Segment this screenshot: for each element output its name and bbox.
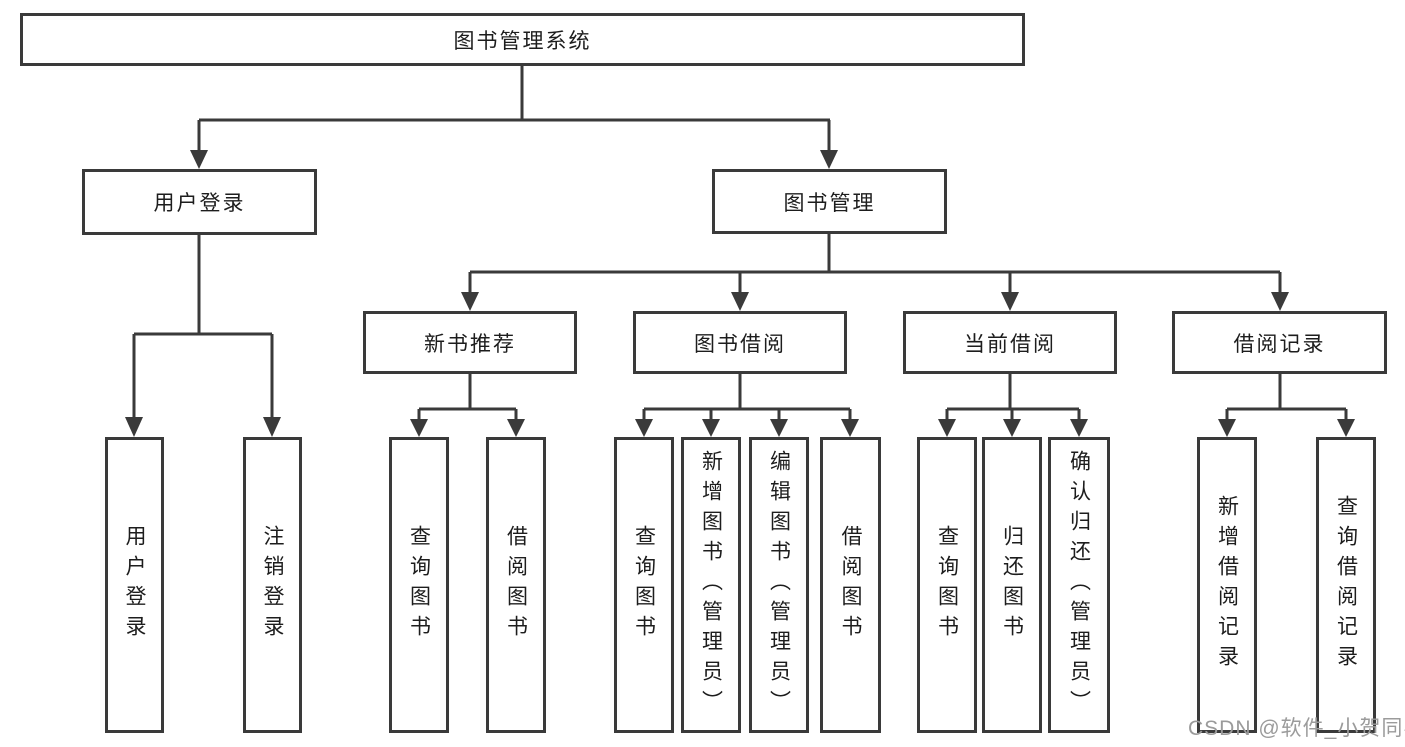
connector-bookmgmt-to-level3	[461, 234, 1289, 311]
leaf-edit-book-admin: 编辑图书（管理员）	[749, 437, 809, 733]
leaf-confirm-return-admin: 确认归还（管理员）	[1048, 437, 1110, 733]
connector-bookborrow-to-leaves	[635, 374, 859, 437]
node-borrow-records-label: 借阅记录	[1233, 332, 1326, 356]
node-book-management: 图书管理	[712, 169, 947, 234]
watermark: CSDN @软件_小贺同学	[1188, 717, 1405, 740]
node-book-borrow-label: 图书借阅	[694, 332, 786, 356]
leaf-borrow-books-label: 借阅图书	[839, 525, 863, 645]
leaf-query-borrow-record-label: 查询借阅记录	[1334, 495, 1358, 675]
leaf-return-book: 归还图书	[982, 437, 1042, 733]
leaf-edit-book-admin-label: 编辑图书（管理员）	[767, 450, 791, 720]
node-user-login: 用户登录	[82, 169, 317, 235]
leaf-logout-label: 注销登录	[261, 525, 285, 645]
leaf-user-login: 用户登录	[105, 437, 164, 733]
node-root-label: 图书管理系统	[453, 29, 592, 53]
leaf-logout: 注销登录	[243, 437, 302, 733]
node-current-borrow: 当前借阅	[903, 311, 1117, 374]
node-borrow-records: 借阅记录	[1172, 311, 1387, 374]
leaf-query-books-current-label: 查询图书	[935, 525, 959, 645]
leaf-query-books-recommend-label: 查询图书	[407, 525, 431, 645]
leaf-borrow-books-recommend: 借阅图书	[486, 437, 546, 733]
node-book-management-label: 图书管理	[783, 191, 876, 215]
node-root-system: 图书管理系统	[20, 13, 1025, 66]
node-new-book-recommend-label: 新书推荐	[424, 332, 516, 356]
leaf-confirm-return-admin-label: 确认归还（管理员）	[1067, 450, 1091, 720]
leaf-borrow-books-recommend-label: 借阅图书	[504, 525, 528, 645]
leaf-borrow-books: 借阅图书	[820, 437, 881, 733]
connector-currentborrow-to-leaves	[938, 374, 1088, 437]
connector-root-to-level2	[190, 66, 838, 169]
leaf-add-book-admin-label: 新增图书（管理员）	[699, 450, 723, 720]
leaf-add-borrow-record: 新增借阅记录	[1197, 437, 1257, 733]
connector-userlogin-to-leaves	[125, 235, 281, 437]
connector-borrowrecords-to-leaves	[1218, 374, 1355, 437]
leaf-add-borrow-record-label: 新增借阅记录	[1215, 495, 1239, 675]
node-current-borrow-label: 当前借阅	[964, 332, 1056, 356]
connector-newbook-to-leaves	[410, 374, 525, 437]
leaf-query-books-recommend: 查询图书	[389, 437, 449, 733]
leaf-query-books-borrow: 查询图书	[614, 437, 674, 733]
node-new-book-recommend: 新书推荐	[363, 311, 577, 374]
node-user-login-label: 用户登录	[153, 192, 246, 215]
leaf-user-login-label: 用户登录	[123, 525, 147, 645]
leaf-return-book-label: 归还图书	[1000, 525, 1024, 645]
leaf-query-books-current: 查询图书	[917, 437, 977, 733]
leaf-query-books-borrow-label: 查询图书	[632, 525, 656, 645]
leaf-query-borrow-record: 查询借阅记录	[1316, 437, 1376, 733]
leaf-add-book-admin: 新增图书（管理员）	[681, 437, 741, 733]
node-book-borrow: 图书借阅	[633, 311, 847, 374]
